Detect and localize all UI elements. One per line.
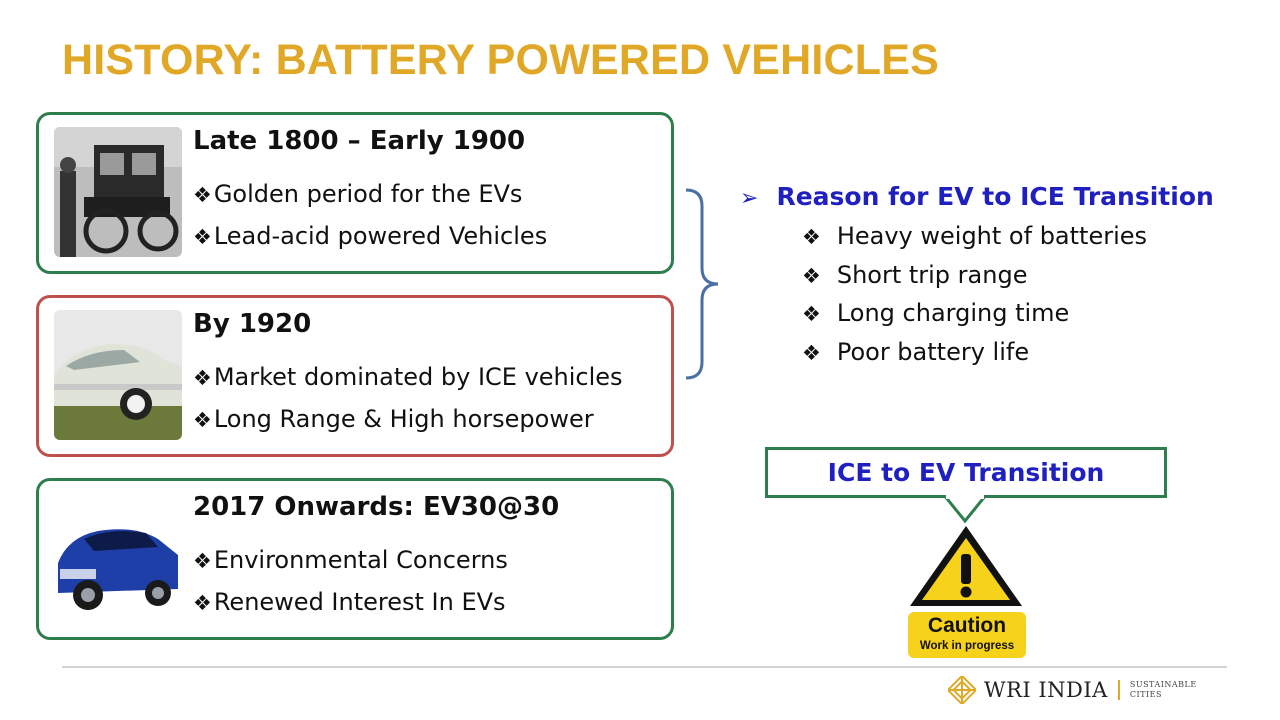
list-item: ❖Heavy weight of batteries (802, 222, 1148, 250)
caution-subtitle: Work in progress (919, 640, 1015, 652)
logo-separator (1117, 680, 1120, 700)
curly-brace-icon (685, 188, 719, 380)
modern-ev-photo (54, 503, 182, 615)
transition-callout-box: ICE to EV Transition (765, 447, 1167, 498)
diamond-bullet-icon: ❖ (193, 591, 212, 615)
reason-heading: ➢Reason for EV to ICE Transition (740, 182, 1214, 211)
diamond-bullet-icon: ❖ (193, 225, 212, 249)
vintage-ev-photo (54, 127, 182, 257)
classic-car-photo (54, 310, 182, 440)
diamond-bullet-icon: ❖ (802, 263, 821, 288)
era-points: ❖Environmental Concerns ❖Renewed Interes… (193, 539, 508, 623)
org-name: WRI INDIA (984, 678, 1108, 702)
list-item: ❖Long charging time (802, 299, 1070, 327)
diamond-bullet-icon: ❖ (193, 408, 212, 432)
arrow-bullet-icon: ➢ (740, 186, 759, 211)
era-heading: By 1920 (193, 309, 312, 339)
era-card-1920: By 1920 ❖Market dominated by ICE vehicle… (36, 295, 674, 457)
diamond-bullet-icon: ❖ (802, 302, 821, 326)
era-points: ❖Golden period for the EVs ❖Lead-acid po… (193, 173, 547, 257)
list-item: ❖Golden period for the EVs (193, 180, 523, 208)
slide-title: HISTORY: BATTERY POWERED VEHICLES (62, 36, 940, 84)
era-card-late-1800: Late 1800 – Early 1900 ❖Golden period fo… (36, 112, 674, 274)
list-item: ❖Poor battery life (802, 337, 1030, 366)
era-card-2017: 2017 Onwards: EV30@30 ❖Environmental Con… (36, 478, 674, 640)
era-points: ❖Market dominated by ICE vehicles ❖Long … (193, 356, 623, 440)
diamond-bullet-icon: ❖ (193, 549, 212, 573)
era-heading: Late 1800 – Early 1900 (193, 126, 526, 156)
list-item: ❖Short trip range (802, 260, 1028, 289)
warning-triangle-icon (910, 526, 1022, 606)
list-item: ❖Market dominated by ICE vehicles (193, 363, 623, 391)
era-heading: 2017 Onwards: EV30@30 (193, 492, 560, 522)
wri-logo-icon (948, 676, 976, 704)
diamond-bullet-icon: ❖ (802, 225, 821, 249)
list-item: ❖Long Range & High horsepower (193, 405, 594, 433)
caution-sign: Caution Work in progress (906, 522, 1030, 664)
footer-divider (62, 666, 1227, 668)
reason-list: ❖Heavy weight of batteries ❖Short trip r… (802, 217, 1214, 371)
list-item: ❖Renewed Interest In EVs (193, 588, 506, 616)
list-item: ❖Lead-acid powered Vehicles (193, 222, 548, 250)
diamond-bullet-icon: ❖ (193, 183, 212, 207)
callout-pointer-icon (942, 495, 988, 524)
caution-title: Caution (927, 614, 1007, 637)
diamond-bullet-icon: ❖ (802, 340, 821, 365)
diamond-bullet-icon: ❖ (193, 366, 212, 390)
reason-section: ➢Reason for EV to ICE Transition ❖Heavy … (740, 182, 1214, 371)
list-item: ❖Environmental Concerns (193, 546, 508, 574)
